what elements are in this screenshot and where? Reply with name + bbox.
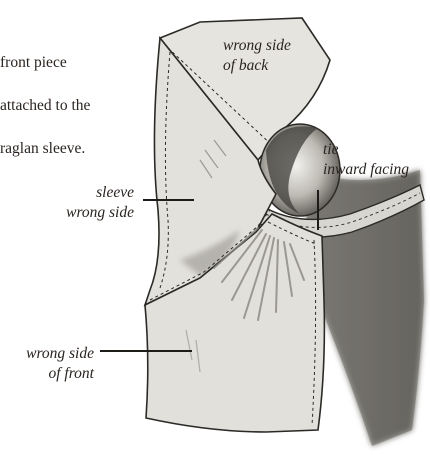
label-tie-inward-facing: tie inward facing [323,140,409,180]
label-line: tie [323,140,409,160]
caption-line: front piece [0,52,150,74]
label-line: wrong side [223,36,291,56]
label-line: wrong side [26,344,94,364]
caption-line: raglan sleeve. [0,138,150,160]
label-wrong-side-of-back: wrong side of back [223,36,291,76]
label-line: of front [26,364,94,384]
label-line: of back [223,56,291,76]
caption: front piece attached to the raglan sleev… [0,30,150,181]
caption-line: attached to the [0,95,150,117]
label-wrong-side-of-front: wrong side of front [26,344,94,384]
label-sleeve-wrong-side: sleeve wrong side [66,183,134,223]
label-line: wrong side [66,203,134,223]
label-line: sleeve [66,183,134,203]
label-line: inward facing [323,160,409,180]
